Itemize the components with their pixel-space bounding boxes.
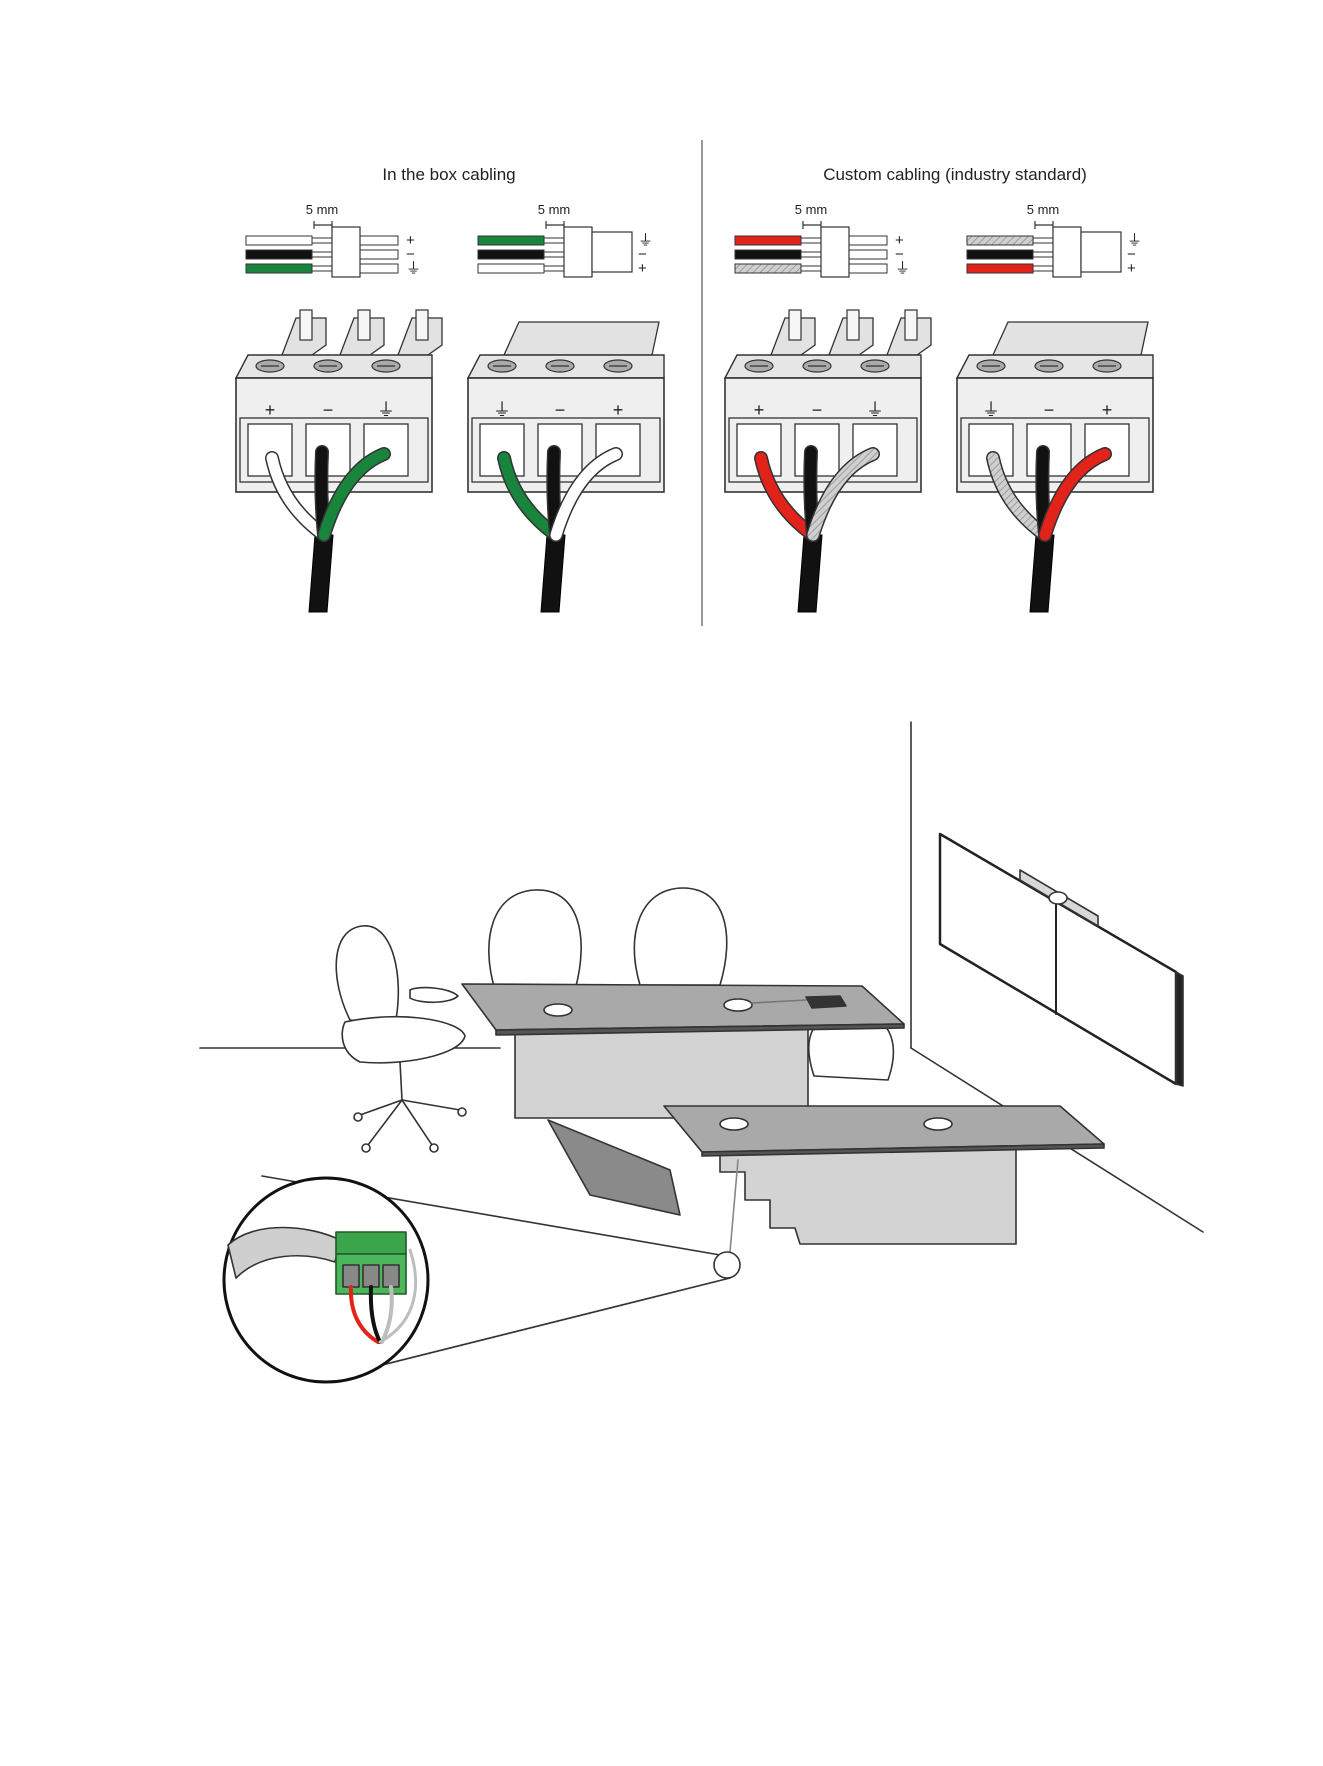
mini-connector-plug	[592, 232, 632, 272]
wiring-diagram-4: 5 mm⏚−+⏚−+	[957, 202, 1153, 612]
pin-symbol: +	[265, 400, 276, 420]
bare-conductor	[1033, 238, 1053, 243]
pin-symbol: ⏚	[866, 400, 884, 420]
pin-symbol: ⏚	[377, 400, 395, 420]
wire-strip-green	[478, 236, 544, 245]
display-icon	[940, 834, 1183, 1086]
bare-conductor	[1033, 266, 1053, 271]
connector-top-plate	[504, 322, 659, 355]
latch-lever	[300, 310, 312, 340]
pin-symbol: +	[1102, 400, 1113, 420]
pin-symbol: +	[613, 400, 624, 420]
bare-conductor	[1033, 252, 1053, 257]
wire-strip-white	[246, 236, 312, 245]
wire-strip-red	[967, 264, 1033, 273]
pin-symbol: +	[754, 400, 765, 420]
pin-symbol: ⏚	[982, 400, 1000, 420]
bare-conductor	[312, 266, 332, 271]
wire-strip-white	[478, 264, 544, 273]
bare-conductor	[312, 238, 332, 243]
mini-connector-plug	[1081, 232, 1121, 272]
pin-symbol: ⏚	[493, 400, 511, 420]
pin-symbol: ⏚	[895, 260, 910, 277]
wire-strip-red	[735, 236, 801, 245]
socket-tab	[849, 264, 887, 273]
wiring-diagram-3: 5 mm+−⏚+−⏚	[725, 202, 931, 612]
mini-connector-body	[332, 227, 360, 277]
wire-strip-black	[478, 250, 544, 259]
wiring-diagram-2: 5 mm⏚−+⏚−+	[468, 202, 664, 612]
main-cable	[541, 535, 565, 612]
latch-lever	[358, 310, 370, 340]
wire-strip-gray	[735, 264, 801, 273]
main-cable	[309, 535, 333, 612]
section-title-in-box: In the box cabling	[382, 165, 515, 184]
bare-conductor	[801, 266, 821, 271]
wiring-diagrams: 5 mm+−⏚+−⏚5 mm⏚−+⏚−+5 mm+−⏚+−⏚5 mm⏚−+⏚−+	[236, 202, 1153, 612]
pin-symbol: −	[1044, 400, 1055, 420]
wire-strip-black	[735, 250, 801, 259]
wire-strip-gray	[967, 236, 1033, 245]
wire-strip-black	[246, 250, 312, 259]
pin-symbol: +	[638, 260, 647, 277]
wire-strip-green	[246, 264, 312, 273]
latch-lever	[416, 310, 428, 340]
table-icon	[664, 1106, 1104, 1252]
mini-connector-body	[821, 227, 849, 277]
bare-conductor	[544, 252, 564, 257]
terminal-block-icon	[336, 1232, 406, 1294]
socket-tab	[849, 250, 887, 259]
latch-lever	[905, 310, 917, 340]
strip-length-label: 5 mm	[538, 202, 571, 217]
latch-lever	[789, 310, 801, 340]
mini-connector-body	[1053, 227, 1081, 277]
pin-symbol: ⏚	[406, 260, 421, 277]
mini-connector-body	[564, 227, 592, 277]
wiring-diagram-1: 5 mm+−⏚+−⏚	[236, 202, 442, 612]
strip-length-label: 5 mm	[1027, 202, 1060, 217]
room-illustration	[200, 722, 1203, 1382]
pin-symbol: −	[323, 400, 334, 420]
latch-lever	[847, 310, 859, 340]
socket-tab	[849, 236, 887, 245]
strip-length-label: 5 mm	[795, 202, 828, 217]
chair-icon	[336, 926, 466, 1152]
connector-top-plate	[993, 322, 1148, 355]
pin-symbol: −	[555, 400, 566, 420]
section-title-custom: Custom cabling (industry standard)	[823, 165, 1087, 184]
bare-conductor	[801, 252, 821, 257]
pin-symbol: +	[1127, 260, 1136, 277]
pin-symbol: −	[812, 400, 823, 420]
bare-conductor	[801, 238, 821, 243]
socket-tab	[360, 264, 398, 273]
strip-length-label: 5 mm	[306, 202, 339, 217]
bare-conductor	[312, 252, 332, 257]
wire-strip-black	[967, 250, 1033, 259]
main-cable	[1030, 535, 1054, 612]
bare-conductor	[544, 238, 564, 243]
bare-conductor	[544, 266, 564, 271]
main-cable	[798, 535, 822, 612]
socket-tab	[360, 236, 398, 245]
socket-tab	[360, 250, 398, 259]
